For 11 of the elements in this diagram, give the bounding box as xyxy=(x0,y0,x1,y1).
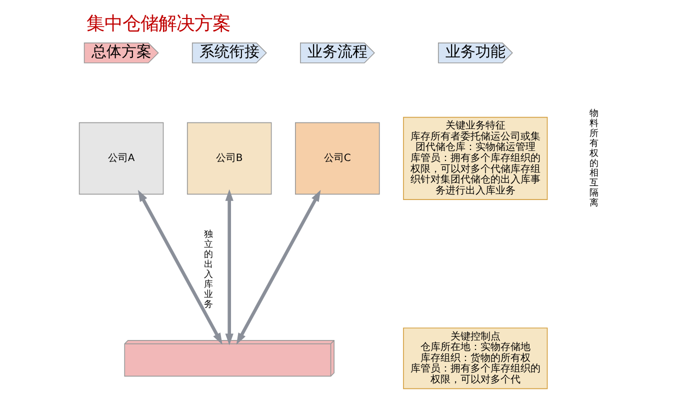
node-box: 公司C xyxy=(294,122,380,195)
arrow xyxy=(137,190,222,345)
arrow xyxy=(236,190,320,345)
node-box: 公司B xyxy=(186,122,272,195)
node-box: 公司A xyxy=(78,122,164,195)
node-box: 关键业务特征 库存所有者委托储运公司或集团代储仓库：实物储运管理 库管员：拥有多个库存组织的权限，可以对多个代储库存组织针对集团代储仓的出入库事务进行出入库业务 xyxy=(402,116,548,200)
edge-label: 独立的出入库业务 xyxy=(204,230,213,310)
diagram-title: 集中仓储解决方案 xyxy=(86,13,230,34)
node-box: 关键控制点 仓库所在地：实物存储地 库存组织：货物的所有权 库管员：拥有多个库存组织的权限，可以对多个代 xyxy=(402,328,548,390)
label: 物料所有权的相互隔离 xyxy=(589,108,598,209)
arrow xyxy=(224,189,233,346)
